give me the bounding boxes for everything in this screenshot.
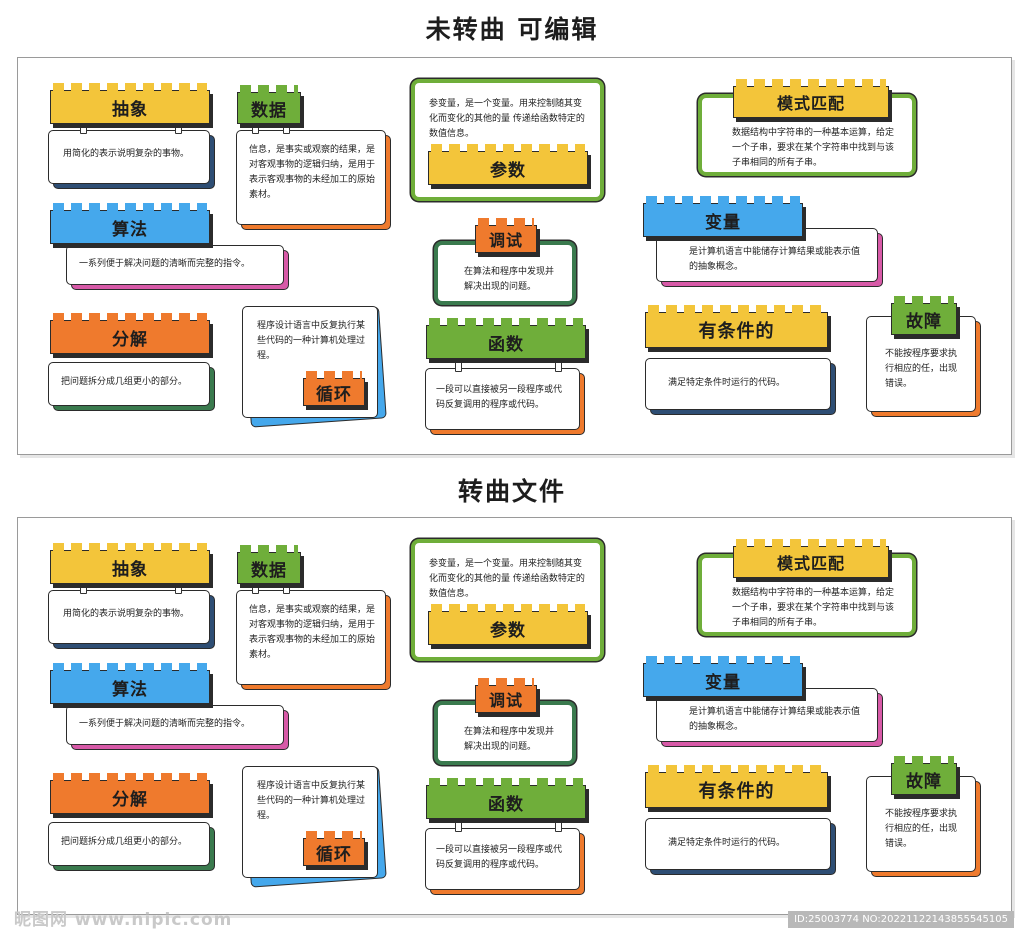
bottom-moshi-label: 模式匹配 [776,554,845,573]
top-shuju-description: 信息，是事实或观察的结果，是对客观事物的逻辑归纳，是用于表示客观事物的未经加工的… [249,145,376,200]
bottom-tiaoshi-description: 在算法和程序中发现并解决出现的问题。 [464,727,555,752]
top-tiaojian-label: 有条件的 [698,321,775,342]
top-fenjie-label-brick: 分解 [50,313,210,354]
page-title: 未转曲 可编辑 [425,15,599,44]
top-hanshu-label: 函数 [488,334,524,355]
bottom-hanshu-card: 一段可以直接被另一段程序或代码反复调用的程序或代码。 [425,828,580,890]
bottom-xunhuan-description: 程序设计语言中反复执行某些代码的一种计算机处理过程。 [257,781,366,821]
bottom-hanshu-label: 函数 [488,794,524,815]
top-hanshu-label-brick: 函数 [426,318,586,359]
watermark-id: ID:25003774 NO:20221122143855545105 [788,911,1014,928]
top-moshi-label: 模式匹配 [776,94,845,113]
top-tiaoshi-label: 调试 [488,231,523,250]
top-fenjie-description: 把问题拆分成几组更小的部分。 [61,377,188,387]
top-suanfa-label: 算法 [112,219,148,240]
top-xunhuan-label-brick: 循环 [303,371,365,406]
top-guzhang-description: 不能按程序要求执行相应的任，出现错误。 [885,349,958,389]
top-shuju-label: 数据 [251,100,287,121]
top-bianliang-label-brick: 变量 [643,196,803,237]
section-title: 转曲文件 [457,477,566,506]
top-fenjie-card: 把问题拆分成几组更小的部分。 [48,362,210,406]
bottom-tiaojian-label-brick: 有条件的 [645,765,828,808]
top-chouxiang-label-brick: 抽象 [50,83,210,124]
top-hanshu-card: 一段可以直接被另一段程序或代码反复调用的程序或代码。 [425,368,580,430]
bottom-fenjie-label-brick: 分解 [50,773,210,814]
bottom-bianliang-label-brick: 变量 [643,656,803,697]
bottom-bianliang-label: 变量 [705,672,741,693]
bottom-suanfa-label: 算法 [112,679,148,700]
top-tiaojian-card: 满足特定条件时运行的代码。 [645,358,831,410]
bottom-suanfa-description: 一系列便于解决问题的清晰而完整的指令。 [79,719,251,729]
bottom-guzhang-label-brick: 故障 [891,756,957,795]
bottom-fenjie-card: 把问题拆分成几组更小的部分。 [48,822,210,866]
bottom-chouxiang-label: 抽象 [112,559,148,580]
bottom-hanshu-description: 一段可以直接被另一段程序或代码反复调用的程序或代码。 [436,845,563,870]
top-xunhuan-description: 程序设计语言中反复执行某些代码的一种计算机处理过程。 [257,321,366,361]
bottom-shuju-label: 数据 [251,560,287,581]
bottom-hanshu-label-brick: 函数 [426,778,586,819]
bottom-bianliang-description: 是计算机语言中能储存计算结果或能表示值的抽象概念。 [689,707,861,732]
top-moshi-label-brick: 模式匹配 [733,79,889,118]
top-hanshu-description: 一段可以直接被另一段程序或代码反复调用的程序或代码。 [436,385,563,410]
bottom-chouxiang-card: 用简化的表示说明复杂的事物。 [48,590,210,644]
top-suanfa-description: 一系列便于解决问题的清晰而完整的指令。 [79,259,251,269]
bottom-chouxiang-label-brick: 抽象 [50,543,210,584]
top-shuju-card: 信息，是事实或观察的结果，是对客观事物的逻辑归纳，是用于表示客观事物的未经加工的… [236,130,386,225]
bottom-tiaoshi-label-brick: 调试 [475,678,537,713]
top-chouxiang-card: 用简化的表示说明复杂的事物。 [48,130,210,184]
bottom-shuju-card: 信息，是事实或观察的结果，是对客观事物的逻辑归纳，是用于表示客观事物的未经加工的… [236,590,386,685]
top-suanfa-label-brick: 算法 [50,203,210,244]
bottom-canshu-description: 参变量，是一个变量。用来控制随其变化而变化的其他的量 传递给函数特定的数值信息。 [429,559,585,599]
top-shuju-label-brick: 数据 [237,85,301,124]
bottom-tiaojian-label: 有条件的 [698,781,775,802]
top-tiaoshi-label-brick: 调试 [475,218,537,253]
bottom-tiaojian-card: 满足特定条件时运行的代码。 [645,818,831,870]
top-xunhuan-label: 循环 [316,384,352,405]
bottom-xunhuan-label: 循环 [316,844,352,865]
bottom-fenjie-description: 把问题拆分成几组更小的部分。 [61,837,188,847]
bottom-fenjie-label: 分解 [112,789,148,810]
top-canshu-label-brick: 参数 [428,144,588,185]
top-chouxiang-description: 用简化的表示说明复杂的事物。 [63,149,190,159]
bottom-moshi-label-brick: 模式匹配 [733,539,889,578]
bottom-guzhang-label: 故障 [906,771,942,792]
top-guzhang-label-brick: 故障 [891,296,957,335]
top-chouxiang-label: 抽象 [112,99,148,120]
bottom-shuju-description: 信息，是事实或观察的结果，是对客观事物的逻辑归纳，是用于表示客观事物的未经加工的… [249,605,376,660]
bottom-chouxiang-description: 用简化的表示说明复杂的事物。 [63,609,190,619]
top-tiaojian-label-brick: 有条件的 [645,305,828,348]
bottom-tiaoshi-label: 调试 [488,691,523,710]
top-moshi-description: 数据结构中字符串的一种基本运算，给定一个子串，要求在某个字符串中找到与该子串相同… [732,128,895,168]
top-tiaoshi-description: 在算法和程序中发现并解决出现的问题。 [464,267,555,292]
bottom-canshu-label: 参数 [490,620,526,641]
watermark-site: 昵图网 www.nipic.com [14,910,233,930]
bottom-shuju-label-brick: 数据 [237,545,301,584]
top-suanfa-card: 一系列便于解决问题的清晰而完整的指令。 [66,245,284,285]
top-guzhang-label: 故障 [906,311,942,332]
bottom-canshu-label-brick: 参数 [428,604,588,645]
top-canshu-description: 参变量，是一个变量。用来控制随其变化而变化的其他的量 传递给函数特定的数值信息。 [429,99,585,139]
bottom-tiaojian-description: 满足特定条件时运行的代码。 [668,838,786,848]
bottom-suanfa-card: 一系列便于解决问题的清晰而完整的指令。 [66,705,284,745]
bottom-guzhang-description: 不能按程序要求执行相应的任，出现错误。 [885,809,958,849]
bottom-moshi-description: 数据结构中字符串的一种基本运算，给定一个子串，要求在某个字符串中找到与该子串相同… [732,588,895,628]
bottom-suanfa-label-brick: 算法 [50,663,210,704]
bottom-xunhuan-label-brick: 循环 [303,831,365,866]
top-fenjie-label: 分解 [112,329,148,350]
top-tiaojian-description: 满足特定条件时运行的代码。 [668,378,786,388]
top-bianliang-description: 是计算机语言中能储存计算结果或能表示值的抽象概念。 [689,247,861,272]
top-bianliang-label: 变量 [705,212,741,233]
top-canshu-label: 参数 [490,160,526,181]
